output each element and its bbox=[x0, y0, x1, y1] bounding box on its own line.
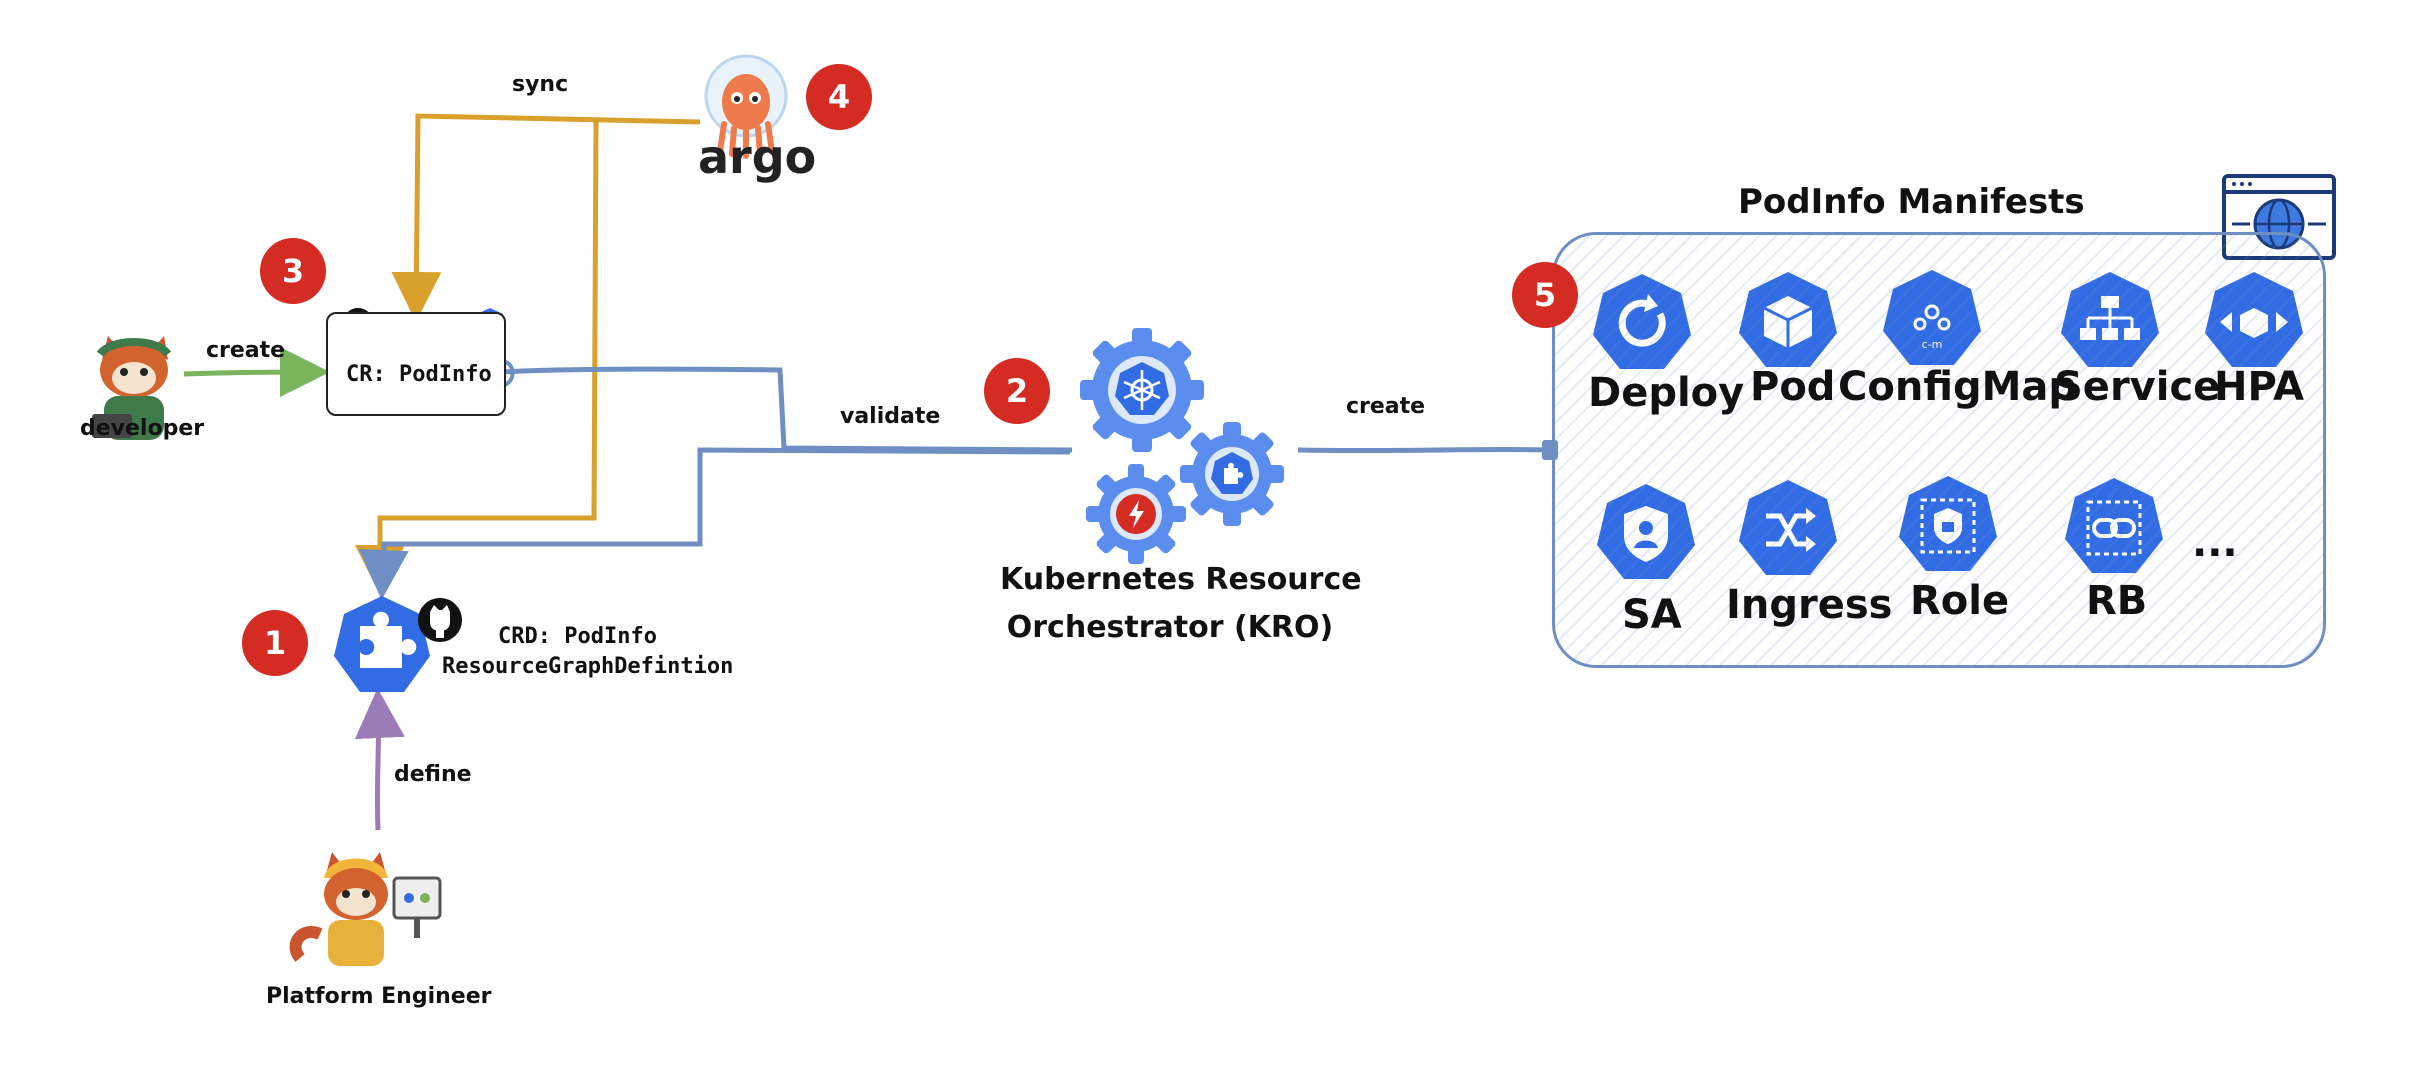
step-badge-2: 2 bbox=[984, 358, 1050, 424]
resource-label-sa: SA bbox=[1622, 592, 1682, 638]
cr-podinfo-label: CR: PodInfo bbox=[346, 362, 492, 387]
sync-label: sync bbox=[512, 72, 569, 97]
serviceaccount-icon bbox=[1597, 484, 1695, 579]
edge-validate bbox=[501, 366, 1073, 453]
cr-podinfo-box: CR: PodInfo bbox=[326, 312, 506, 416]
manifests-title: PodInfo Manifests bbox=[1738, 182, 2085, 222]
role-icon bbox=[1899, 476, 1997, 571]
kro-label-line1: Kubernetes Resource bbox=[1000, 562, 1362, 597]
resource-label-service: Service bbox=[2054, 364, 2221, 410]
kro-gear-puzzle-icon bbox=[1180, 422, 1284, 526]
configmap-icon-text: c-m bbox=[1922, 338, 1943, 351]
resource-label-deploy: Deploy bbox=[1588, 370, 1745, 416]
validate-label: validate bbox=[840, 404, 941, 429]
resource-label-role: Role bbox=[1910, 578, 2010, 624]
create-manifests-label: create bbox=[1346, 394, 1426, 419]
argo-logo-icon bbox=[704, 54, 788, 159]
edge-kro-crd bbox=[358, 447, 1071, 600]
step-badge-3: 3 bbox=[260, 238, 326, 304]
resource-label-configmap: ConfigMap bbox=[1838, 364, 2078, 410]
developer-avatar bbox=[92, 336, 172, 440]
pod-icon bbox=[1739, 272, 1837, 367]
service-icon bbox=[2061, 272, 2159, 367]
step-badge-4: 4 bbox=[806, 64, 872, 130]
define-label: define bbox=[394, 762, 472, 787]
step-badge-5: 5 bbox=[1512, 262, 1578, 328]
create-cr-label: create bbox=[206, 338, 286, 363]
resource-label-ingress: Ingress bbox=[1726, 582, 1893, 628]
edge-define bbox=[354, 688, 405, 831]
crd-puzzle-icon bbox=[334, 596, 430, 692]
argo-label: argo bbox=[698, 130, 817, 184]
configmap-icon: c-m bbox=[1883, 270, 1981, 365]
edge-create-manifests bbox=[1297, 446, 1551, 454]
ingress-icon bbox=[1739, 480, 1837, 575]
kro-gear-lightning-icon bbox=[1086, 464, 1186, 564]
deploy-icon bbox=[1593, 274, 1691, 369]
crd-label-line1: CRD: PodInfo bbox=[498, 624, 657, 649]
hpa-icon bbox=[2205, 272, 2303, 367]
crd-github-icon bbox=[418, 598, 462, 642]
resource-label-pod: Pod bbox=[1750, 364, 1836, 410]
rolebinding-icon bbox=[2065, 478, 2163, 573]
platform-engineer-label: Platform Engineer bbox=[266, 984, 492, 1009]
platform-engineer-avatar bbox=[289, 852, 442, 966]
edge-create-cr bbox=[183, 347, 330, 398]
resource-label-hpa: HPA bbox=[2214, 364, 2305, 410]
resource-ellipsis: ... bbox=[2192, 520, 2238, 566]
developer-label: developer bbox=[80, 416, 205, 441]
kro-gear-helm-icon bbox=[1080, 328, 1204, 452]
edge-sync bbox=[391, 113, 701, 322]
podinfo-manifests-container bbox=[1552, 232, 2326, 668]
crd-label-line2: ResourceGraphDefintion bbox=[442, 654, 734, 679]
kro-label: Kubernetes Resource Orchestrator (KRO) bbox=[1000, 556, 1362, 652]
resource-label-rb: RB bbox=[2086, 578, 2148, 624]
kro-label-line2: Orchestrator (KRO) bbox=[1006, 610, 1334, 645]
step-badge-1: 1 bbox=[242, 610, 308, 676]
